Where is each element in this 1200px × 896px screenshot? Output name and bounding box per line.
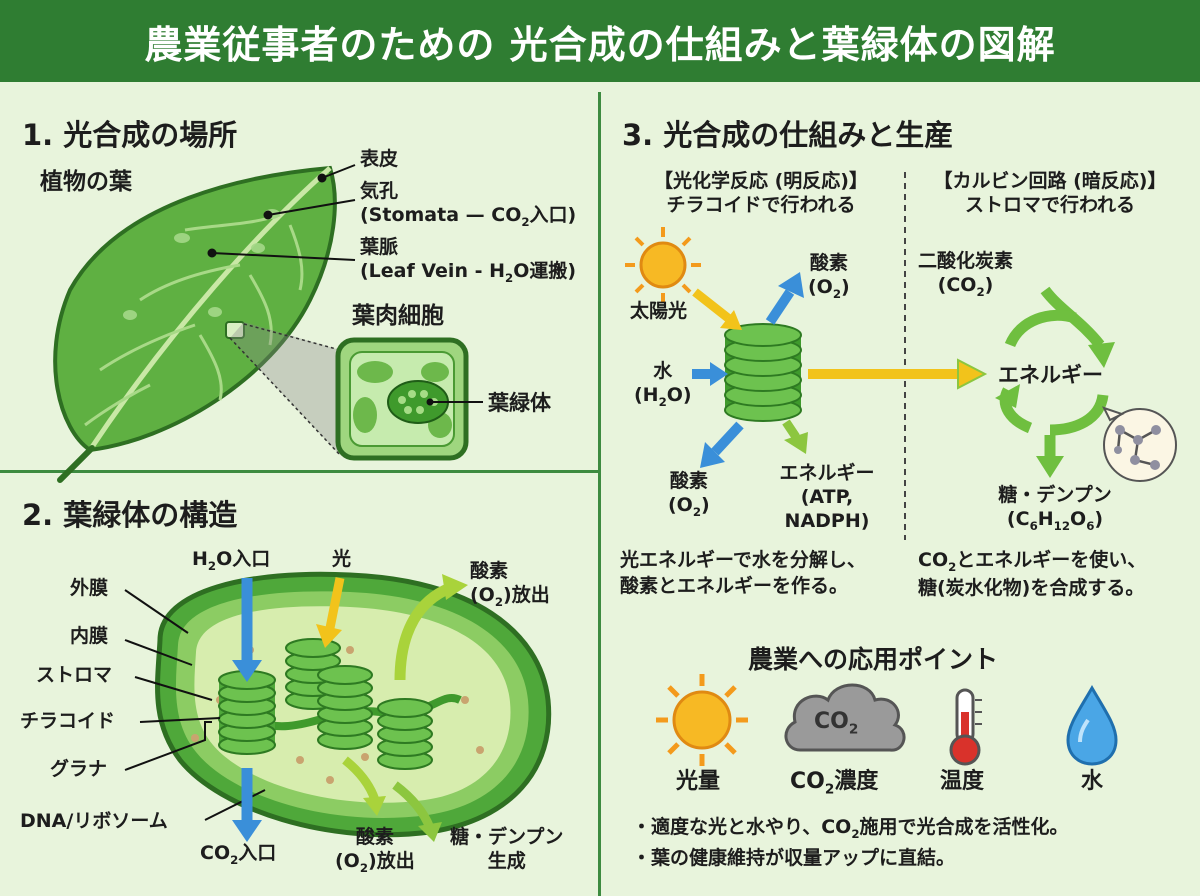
oxygen-release-top-label: 酸素 (O2)放出: [470, 560, 550, 609]
vertical-divider: [598, 92, 601, 896]
glucose-molecule-icon: [1102, 406, 1177, 482]
co2-concentration-label: CO2濃度: [790, 769, 879, 798]
energy-atp-label: エネルギー (ATP, NADPH): [779, 462, 875, 532]
header-bar: 農業従事者のための 光合成の仕組みと葉緑体の図解: [0, 0, 1200, 82]
chloroplast-callout-lines: [124, 589, 266, 821]
calvin-cycle-note: CO2とエネルギーを使い、 糖(炭水化物)を合成する。: [918, 549, 1147, 599]
grana-label: グラナ: [50, 758, 108, 780]
leaf-vein-label: 葉脈 (Leaf Vein - H2O運搬): [360, 236, 577, 285]
sugar-production-label: 糖・デンプン 生成: [450, 826, 564, 872]
thylakoid-label: チラコイド: [20, 710, 116, 732]
mesophyll-cell: [335, 337, 469, 461]
thermometer-icon: [949, 688, 982, 766]
inner-membrane-label: 内膜: [70, 625, 109, 647]
calvin-cycle-heading: 【カルビン回路 (暗反応)】 ストロマで行われる: [933, 170, 1167, 216]
leaf-callout-lines: [207, 164, 356, 261]
chloroplast-label: 葉緑体: [488, 391, 551, 415]
calvin-cycle-arrows: [995, 286, 1115, 478]
co2-cloud-icon: [784, 683, 906, 752]
thylakoid-stack: [724, 323, 802, 422]
temperature-label: 温度: [940, 769, 985, 794]
dna-ribosome-label: DNA/リボソーム: [20, 810, 168, 832]
sunlight-label: 太陽光: [630, 300, 688, 322]
section2-title: 2. 葉緑体の構造: [22, 498, 238, 532]
light-amount-icon: [656, 674, 748, 766]
sugar-output-label: 糖・デンプン (C6H12O6): [998, 484, 1112, 533]
oxygen-bottom-label: 酸素 (O2): [668, 470, 710, 519]
oxygen-top-label: 酸素 (O2): [808, 252, 850, 301]
page-title: 農業従事者のための 光合成の仕組みと葉緑体の図解: [144, 22, 1056, 67]
section1-title: 1. 光合成の場所: [22, 118, 238, 152]
epidermis-label: 表皮: [360, 148, 399, 170]
water-label-app: 水: [1081, 769, 1104, 794]
application-bullet-2: ・葉の健康維持が収量アップに直結。: [632, 847, 956, 869]
light-label: 光: [332, 548, 352, 570]
water-label: 水 (H2O): [634, 360, 692, 409]
chloroplast-arrows: [232, 574, 468, 842]
leaf-label: 植物の葉: [40, 169, 132, 195]
water-drop-icon: [1066, 685, 1118, 766]
h2o-inlet-label: H2O入口: [192, 548, 271, 573]
co2-cloud-text: CO2: [814, 709, 859, 738]
outer-membrane-label: 外膜: [70, 577, 109, 599]
leaf-illustration: [53, 165, 337, 483]
light-reaction-heading: 【光化学反応 (明反応)】 チラコイドで行われる: [654, 170, 868, 216]
zoom-cone: [230, 322, 340, 455]
application-bullet-1: ・適度な光と水やり、CO2施用で光合成を活性化。: [632, 816, 1069, 841]
section3-title: 3. 光合成の仕組みと生産: [622, 118, 954, 152]
grana-stacks: [218, 638, 433, 770]
cycle-energy-label: エネルギー: [998, 363, 1103, 387]
light-amount-label: 光量: [676, 769, 721, 794]
mesophyll-label: 葉肉細胞: [352, 303, 444, 329]
stomata-label: 気孔 (Stomata — CO2入口): [360, 180, 577, 229]
stroma-label: ストロマ: [36, 664, 113, 686]
oxygen-release-bottom-label: 酸素 (O2)放出: [335, 826, 415, 875]
light-reaction-note: 光エネルギーで水を分解し、 酸素とエネルギーを作る。: [620, 549, 866, 597]
co2-inlet-label: CO2入口: [200, 842, 277, 867]
horizontal-divider: [0, 470, 598, 473]
light-reaction-arrows: [692, 272, 988, 468]
sun-icon: [625, 227, 701, 303]
application-title: 農業への応用ポイント: [748, 645, 999, 674]
co2-input-label: 二酸化炭素 (CO2): [918, 250, 1014, 299]
